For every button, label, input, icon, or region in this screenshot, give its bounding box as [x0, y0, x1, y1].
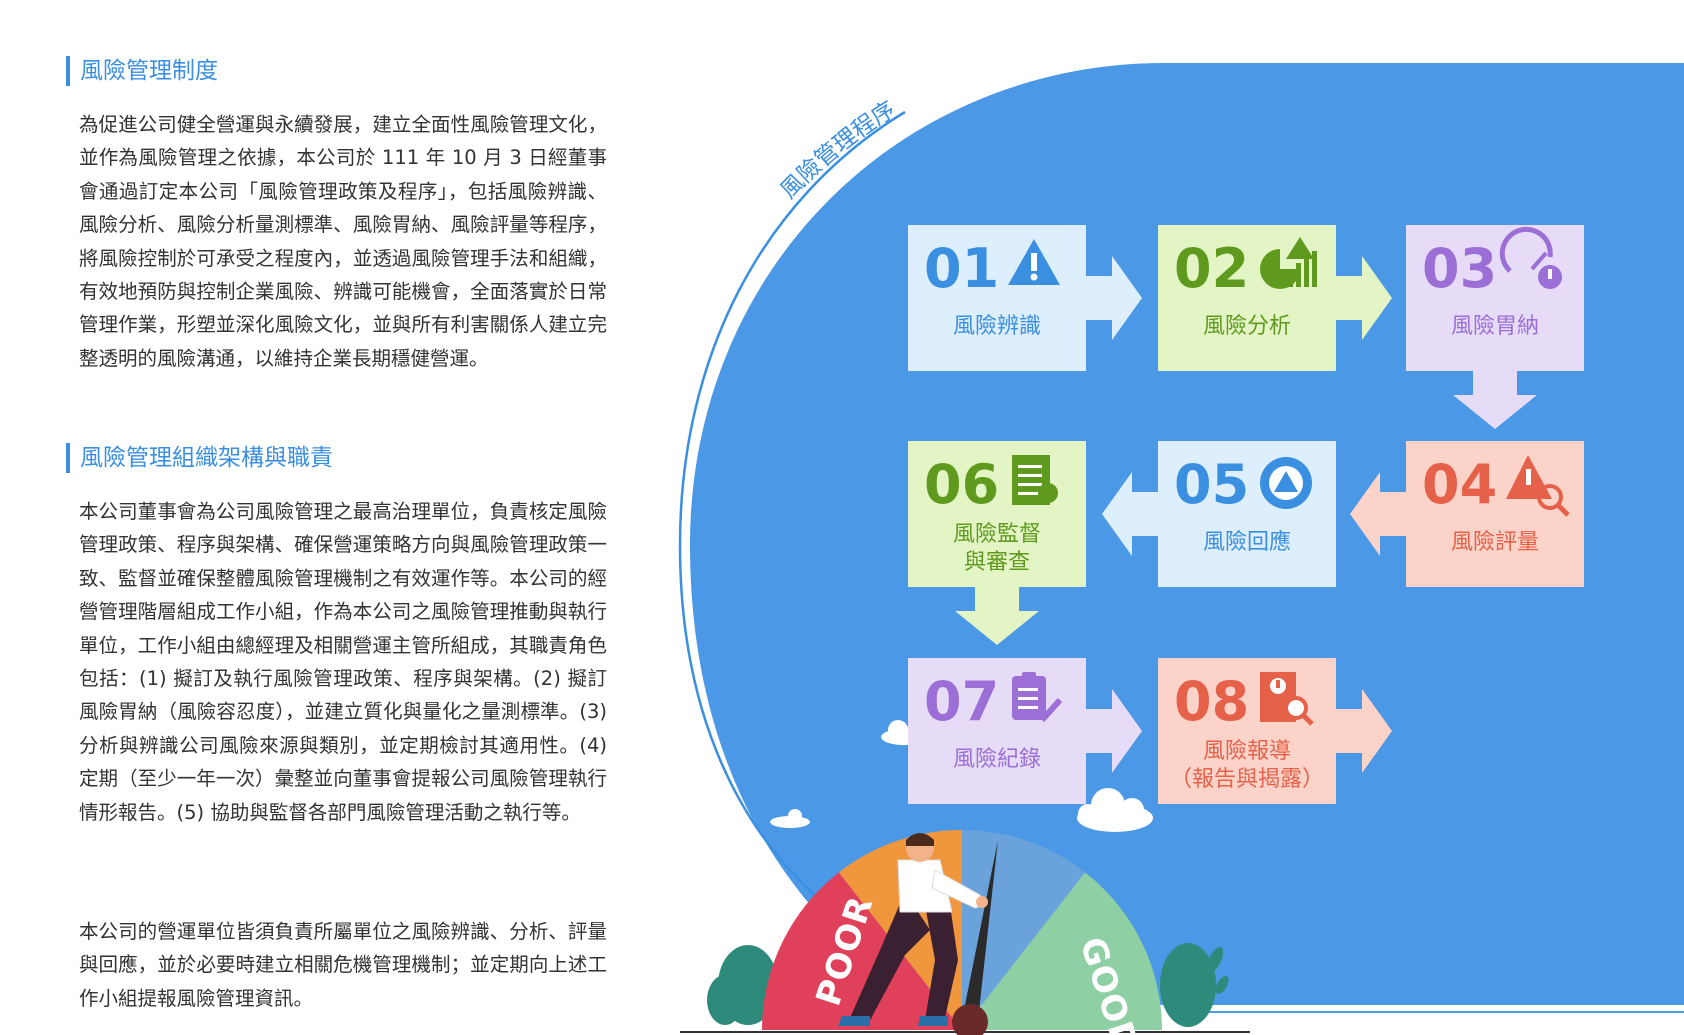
process-step-number: 06: [924, 453, 999, 516]
process-step-number: 05: [1174, 453, 1249, 516]
gear-alert-icon: [1260, 457, 1312, 509]
process-step-01: 01 風險辨識: [908, 225, 1142, 371]
process-step-number: 02: [1174, 237, 1249, 300]
cloud-icon: [770, 809, 810, 828]
paragraph-operating-units: 本公司的營運單位皆須負責所屬單位之風險辨識、分析、評量與回應，並於必要時建立相關…: [79, 920, 607, 1010]
process-step-03: 03 風險胃納: [1406, 225, 1584, 429]
process-arrow: [955, 587, 1039, 645]
process-step-04: 04 風險評量: [1350, 441, 1584, 587]
process-steps: 01風險辨識02風險分析03風險胃納04風險評量05風險回應06風險監督與審查0…: [908, 225, 1584, 804]
plant-right-icon: [1160, 943, 1229, 1027]
paragraph-risk-system: 為促進公司健全營運與永續發展，建立全面性風險管理文化，並作為風險管理之依據，本公…: [79, 113, 607, 370]
process-step-box: [1158, 658, 1336, 804]
process-step-label: 風險報導: [1203, 739, 1291, 764]
process-step-07: 07 風險紀錄: [908, 658, 1142, 804]
process-arrow: [1102, 472, 1158, 556]
process-step-box: [908, 225, 1086, 371]
process-step-02: 02 風險分析: [1158, 225, 1392, 371]
process-arrow: [1350, 472, 1406, 556]
outer-arc-line: [678, 110, 906, 901]
process-step-box: [908, 441, 1086, 587]
process-step-label: 風險辨識: [953, 314, 1041, 339]
gauge-alert-icon: [1499, 226, 1562, 289]
process-step-label: 風險回應: [1203, 529, 1291, 555]
report-search-icon: [1260, 672, 1314, 726]
clipboard-edit-icon: [1012, 672, 1063, 723]
gauge-segment-good: [962, 872, 1162, 1030]
process-step-05: 05 風險回應: [1102, 441, 1336, 587]
section-heading-text: 風險管理組織架構與職責: [80, 445, 333, 471]
process-step-number: 03: [1422, 237, 1497, 300]
process-step-box: [1406, 441, 1584, 587]
process-step-label: 風險紀錄: [953, 747, 1041, 772]
paragraph-risk-organization: 本公司董事會為公司風險管理之最高治理單位，負責核定風險管理政策、程序與架構、確保…: [79, 500, 607, 824]
process-step-sublabel: （報告與揭露）: [1170, 767, 1324, 792]
process-step-label: 風險監督: [953, 522, 1041, 547]
gauge-needle: [962, 840, 998, 1020]
process-step-label: 風險分析: [1203, 314, 1291, 339]
process-step-box: [908, 658, 1086, 804]
process-step-box: [1406, 225, 1584, 371]
process-step-number: 04: [1422, 453, 1497, 516]
alert-magnifier-icon: [1506, 455, 1570, 517]
warning-triangle-icon: [1008, 239, 1060, 285]
document-review-icon: [1012, 455, 1058, 505]
risk-gauge: POOR GOOD: [707, 830, 1229, 1035]
section-heading-text: 風險管理制度: [80, 58, 218, 84]
cloud-icon: [1077, 788, 1153, 832]
gauge-hub: [952, 1004, 988, 1035]
process-step-number: 08: [1174, 670, 1249, 733]
process-step-08: 08 風險報導 （報告與揭露）: [1158, 658, 1392, 804]
process-step-sublabel: 與審查: [964, 550, 1030, 575]
gauge-segment-poor: [761, 872, 962, 1030]
process-step-number: 01: [924, 237, 999, 300]
process-step-number: 07: [924, 670, 999, 733]
process-arrow: [1336, 256, 1392, 340]
process-arrow: [1086, 256, 1142, 340]
process-arrow: [1336, 689, 1392, 773]
process-arrow: [1086, 689, 1142, 773]
process-step-label: 風險評量: [1451, 530, 1539, 555]
process-step-box: [1158, 441, 1336, 587]
section-heading-risk-organization: 風險管理組織架構與職責: [66, 443, 333, 473]
plant-left-icon: [707, 945, 778, 1025]
process-arrow: [1453, 371, 1537, 429]
section-heading-risk-system: 風險管理制度: [66, 56, 218, 86]
person-figure: [838, 833, 988, 1026]
chart-analysis-icon: [1260, 237, 1317, 289]
process-step-label: 風險胃納: [1451, 314, 1539, 339]
